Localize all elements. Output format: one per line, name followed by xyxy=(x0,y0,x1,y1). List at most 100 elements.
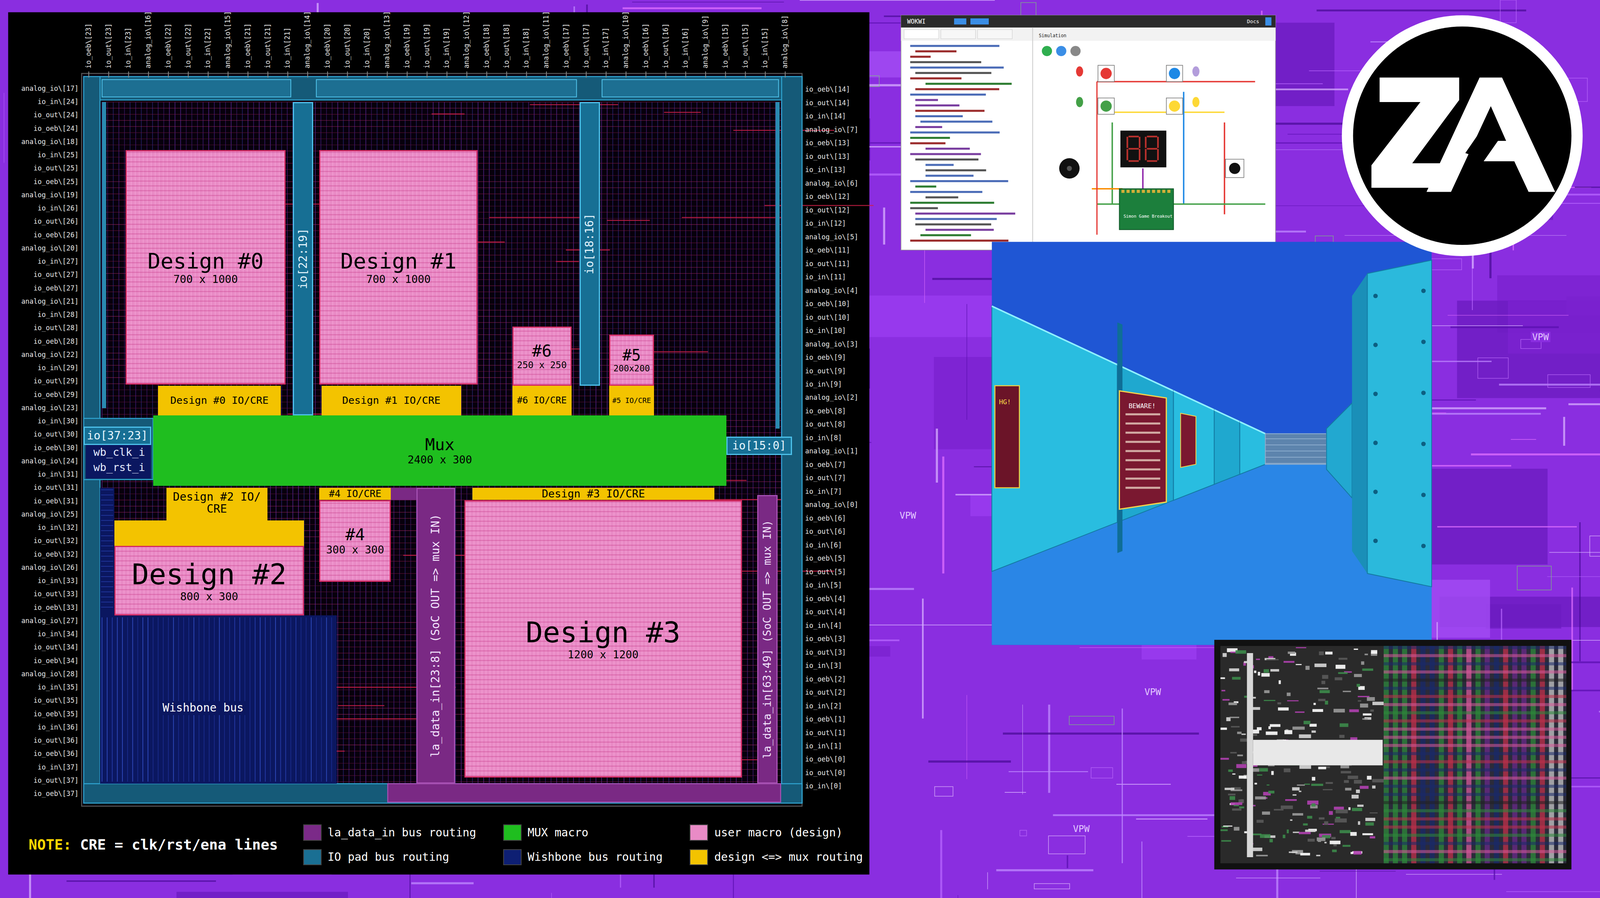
layout-cell xyxy=(1425,468,1548,564)
legend-swatch xyxy=(303,848,322,866)
segment xyxy=(1146,148,1158,150)
plaid-stripe xyxy=(1383,849,1567,853)
layout-trace xyxy=(966,694,967,779)
header-pin xyxy=(1157,189,1161,193)
wishbone-wire xyxy=(101,565,114,567)
noise-pixel xyxy=(1265,731,1278,735)
pin-name: io_out\[33] xyxy=(33,590,79,598)
pin-name: io_in\[30] xyxy=(37,417,79,425)
layout-trace xyxy=(1506,890,1600,892)
wishbone-wire xyxy=(137,617,138,782)
io-ring-segment xyxy=(316,79,577,97)
code-line xyxy=(910,190,983,193)
node-title: Design #3 IO/CRE xyxy=(541,488,645,500)
noise-pixel xyxy=(1333,708,1345,712)
pin-name: io_in\[9] xyxy=(805,380,842,388)
noise-pixel xyxy=(1241,733,1246,735)
pin-tick xyxy=(566,71,567,78)
noise-pixel xyxy=(1298,831,1311,834)
pin-name: io_oeb\[27] xyxy=(33,284,79,292)
legend-swatch xyxy=(503,824,522,841)
code-line xyxy=(910,153,982,156)
io-bus-band: io[22:19] xyxy=(292,102,314,416)
led xyxy=(1192,66,1200,77)
noise-pixel xyxy=(1319,689,1330,693)
wishbone-wire xyxy=(101,617,103,782)
pin-name: io_in\[3] xyxy=(805,662,842,670)
layout-trace xyxy=(1547,576,1600,577)
pin-name: io_in\[35] xyxy=(37,683,79,691)
header-pin xyxy=(1152,189,1156,193)
segment xyxy=(1157,136,1159,148)
code-line xyxy=(925,174,974,177)
pin-name: io_oeb\[9] xyxy=(805,354,846,362)
logo-disc xyxy=(1353,26,1572,245)
pin-name: io_oeb\[33] xyxy=(33,604,79,612)
pin-name: io_in\[7] xyxy=(805,488,842,496)
pin-name: io_out\[23] xyxy=(105,23,113,69)
pin-tick xyxy=(188,71,189,78)
pin-name: io_in\[24] xyxy=(37,98,79,106)
pin-name: io_out\[3] xyxy=(805,648,846,656)
noise-pixel xyxy=(1334,677,1343,680)
noise-pixel xyxy=(1269,724,1281,727)
noise-pixel xyxy=(1316,837,1326,841)
noise-pixel xyxy=(1282,834,1286,838)
plaid-stripe xyxy=(1383,686,1567,690)
plaid-stripe xyxy=(1383,800,1567,804)
pin-name: analog_io\[25] xyxy=(21,510,79,518)
noise-pixel xyxy=(1339,723,1349,727)
node-title: #4 IO/CRE xyxy=(328,488,382,499)
red-route xyxy=(338,704,385,706)
pin-name: analog_io\[17] xyxy=(21,85,79,93)
pin-name: io_in\[23] xyxy=(125,27,133,68)
code-line xyxy=(910,61,982,64)
wishbone-wire xyxy=(295,617,297,782)
noise-pixel xyxy=(1256,658,1260,660)
wishbone-wire xyxy=(193,617,195,782)
pin-name: io_in\[5] xyxy=(805,581,842,589)
wishbone-wire xyxy=(158,617,159,782)
buzzer xyxy=(1059,158,1080,179)
push-button-body xyxy=(1098,98,1115,115)
noise-pixel xyxy=(1342,690,1352,692)
pin-name: io_oeb\[3] xyxy=(805,635,846,643)
red-route xyxy=(764,204,874,206)
noise-pixel xyxy=(1365,817,1376,821)
io-bus-box: io[37:23] xyxy=(83,426,151,445)
pin-name: analog_io\[3] xyxy=(805,340,859,348)
menu-item: Docs xyxy=(1246,18,1260,24)
watermark: VPW xyxy=(1142,686,1163,697)
stone-line xyxy=(1265,456,1327,458)
pin-name: io_out\[17] xyxy=(582,23,590,69)
wishbone-wire xyxy=(331,617,332,782)
node-dimension: 200x200 xyxy=(613,363,650,374)
pin-name: analog_io\[10] xyxy=(622,11,630,69)
segment xyxy=(1126,148,1128,160)
io-cre-band: Design #0 IO/CRE xyxy=(158,385,281,416)
seven-segment-display xyxy=(1120,130,1167,168)
code-line xyxy=(915,50,957,53)
io-ring-bottom xyxy=(83,783,802,803)
noise-pixel xyxy=(1278,680,1282,684)
noise-pixel xyxy=(1238,775,1247,779)
wishbone-wire xyxy=(249,617,251,782)
noise-pixel xyxy=(1356,683,1360,687)
layout-outline xyxy=(1589,535,1600,556)
pin-name: analog_io\[15] xyxy=(224,11,232,69)
horizontal-route xyxy=(102,126,782,127)
play-button xyxy=(1042,46,1053,57)
wishbone-wire xyxy=(300,617,302,782)
node-title: Design #0 IO/CRE xyxy=(170,395,269,406)
pin-name: io_oeb\[5] xyxy=(805,554,846,562)
push-button xyxy=(1168,68,1180,80)
noise-pixel xyxy=(1271,770,1274,775)
noise-pixel xyxy=(1325,781,1333,784)
pin-name: analog_io\[23] xyxy=(21,404,79,412)
layout-trace xyxy=(1470,453,1600,456)
noise-pixel xyxy=(1287,651,1296,654)
wishbone-wire xyxy=(285,617,286,782)
watermark: VPW xyxy=(898,510,918,521)
code-line xyxy=(915,212,1016,215)
noise-pixel xyxy=(1304,783,1310,785)
